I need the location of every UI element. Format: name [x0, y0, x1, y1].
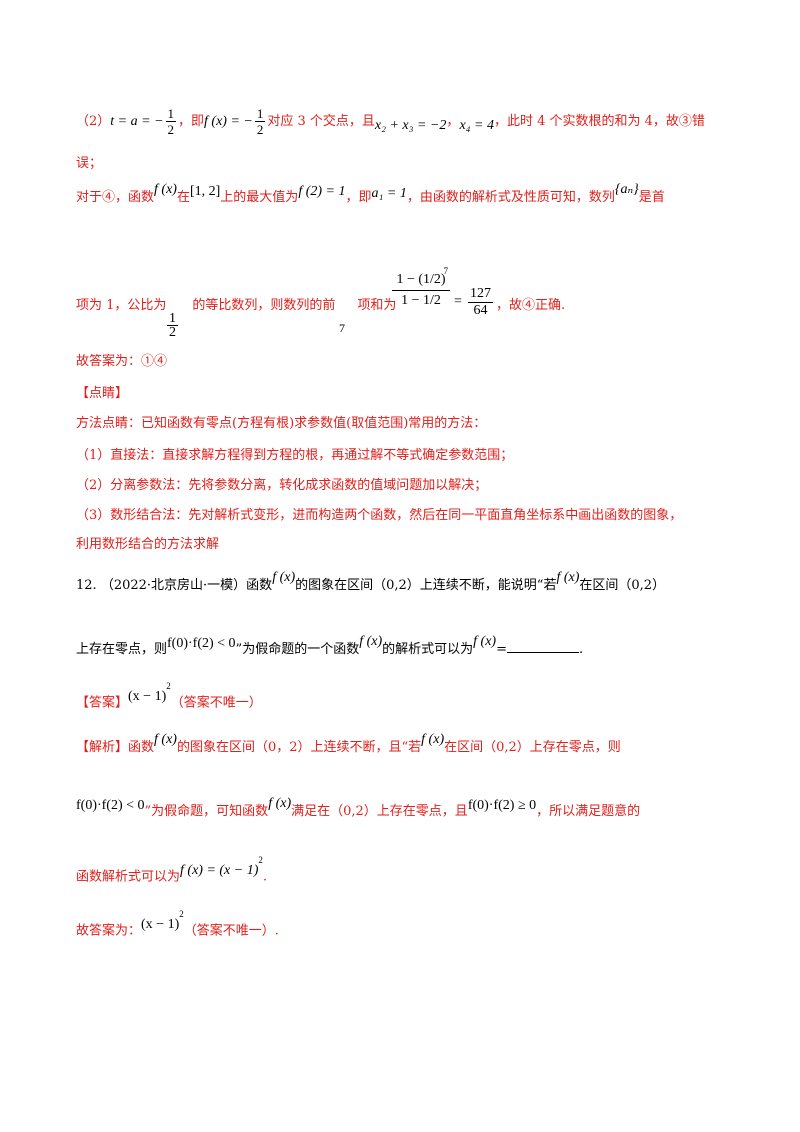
sum-numerator: 1 − (1/2)	[396, 272, 446, 287]
math-f0f2-lt: f(0)·f(2) < 0	[76, 798, 145, 813]
math-f2: f (2) = 1	[298, 184, 346, 199]
text: 对应 3 个交点，且	[267, 114, 375, 129]
answer-line: 故答案为：①④	[76, 354, 168, 369]
equals-sign: =	[454, 294, 462, 309]
sum-fraction: 1 − (1/2)7 1 − 1/2	[392, 266, 450, 309]
text: .	[579, 642, 584, 657]
tip-line-1: 方法点睛：已知函数有零点(方程有根)求参数值(取值范围)常用的方法：	[76, 416, 487, 431]
analysis-line-2: f(0)·f(2) < 0”为假命题，可知函数f (x)满足在（0,2）上存在零…	[76, 796, 641, 822]
solution-line-2: 误；	[76, 156, 103, 171]
question-number: 12.	[76, 578, 97, 593]
math-square-exp: 2	[166, 681, 171, 691]
text: 对于④，函数	[76, 190, 155, 205]
math-fx: f (x)	[268, 796, 292, 811]
conclusion-4: ，故④正确.	[496, 298, 566, 313]
text: 上的最大值为	[220, 190, 299, 205]
text: ”为假命题的一个函数	[235, 642, 360, 657]
math-fx: f (x)	[272, 570, 296, 585]
sum-exponent: 7	[443, 266, 449, 276]
tip-header: 【点睛】	[76, 386, 129, 401]
math-fx: f (x)	[359, 634, 383, 649]
math-x2x3: x₂ + x₃ = −2	[374, 118, 447, 133]
analysis-final: 故答案为：(x − 1)2 （答案不唯一）.	[76, 909, 279, 941]
math-square-base: (x − 1)	[141, 917, 180, 933]
ratio-fraction: 1 2	[167, 311, 178, 340]
solution-line-4: 项为 1，公比为 的等比数列，则数列的前 项和为	[76, 296, 396, 316]
math-f0f2-ge: f(0)·f(2) ≥ 0	[467, 798, 537, 813]
math-fx: f (x)	[473, 634, 497, 649]
text: ，所以满足题意的	[536, 804, 641, 819]
math-square-base: (x − 1)	[128, 689, 167, 705]
analysis-line-3: 函数解析式可以为f (x) = (x − 1)2.	[76, 855, 268, 887]
text: 的图象在区间（0，2）上连续不断，且“若	[176, 740, 422, 755]
tip-line-2: （1）直接法：直接求解方程得到方程的根，再通过解不等式确定参数范围；	[76, 448, 514, 463]
answer-row: 【答案】(x − 1)2 （答案不唯一）	[76, 681, 262, 713]
case-label: （2）	[76, 114, 111, 129]
math-f0f2-lt: f(0)·f(2) < 0	[167, 636, 236, 651]
analysis-line-1: 【解析】函数f (x)的图象在区间（0，2）上连续不断，且“若f (x)在区间（…	[76, 732, 621, 758]
text: ，由函数的解析式及性质可知，数列	[406, 190, 615, 205]
text: 在区间（0,2）	[579, 578, 666, 593]
text: 满足在（0,2）上存在零点，且	[291, 804, 468, 819]
text: （答案不唯一）.	[183, 923, 279, 939]
text: 项为 1，公比为	[76, 298, 167, 313]
solution-line-3: 对于④，函数f (x)在[1, 2]上的最大值为f (2) = 1，即a₁ = …	[76, 182, 665, 208]
text: 函数解析式可以为	[76, 869, 181, 885]
math-fx: f (x)	[421, 732, 445, 747]
text: 的解析式可以为	[382, 642, 474, 657]
text: .	[262, 869, 268, 885]
text: 是首	[638, 190, 665, 205]
math-f-eq: f (x) = −	[204, 114, 253, 129]
text: ，即	[178, 114, 205, 129]
text: =	[496, 642, 507, 657]
text: 的图象在区间（0,2）上连续不断，能说明“若	[295, 578, 557, 593]
math-fx: f (x)	[154, 732, 177, 747]
math-x4: x₄ = 4	[459, 118, 494, 133]
text: 的等比数列，则数列的前	[192, 298, 336, 313]
math-fx: f (x)	[556, 570, 580, 585]
term-count: 7	[339, 321, 345, 335]
text: 在区间（0,2）上存在零点，则	[444, 740, 621, 755]
text: 函数	[128, 740, 155, 755]
math-a1: a₁ = 1	[371, 186, 407, 201]
math-square-exp: 2	[258, 855, 263, 865]
text: 故答案为：	[76, 923, 142, 939]
math-square-exp: 2	[179, 909, 184, 919]
question-12-line-2: 上存在零点，则f(0)·f(2) < 0”为假命题的一个函数f (x)的解析式可…	[76, 634, 584, 660]
tip-line-4: （3）数形结合法：先对解析式变形，进而构造两个函数，然后在同一平面直角坐标系中画…	[76, 508, 683, 523]
text: ”为假命题，可知函数	[144, 804, 269, 819]
question-12-line-1: 12. （2022·北京房山·一模）函数f (x)的图象在区间（0,2）上连续不…	[76, 570, 666, 596]
text: （2022·北京房山·一模）函数	[100, 578, 273, 593]
text: 上存在零点，则	[76, 642, 168, 657]
text: 在	[176, 190, 190, 205]
math-an: {aₙ}	[614, 182, 639, 197]
answer-blank	[507, 638, 579, 653]
math-fx: f (x)	[154, 182, 177, 197]
answer-note: （答案不唯一）	[170, 695, 262, 711]
math-t-eq: t = a = −	[110, 114, 164, 129]
answer-label: 【答案】	[76, 695, 129, 711]
math-f-def: f (x) = (x − 1)	[180, 863, 259, 879]
result-fraction: 127 64	[468, 286, 493, 318]
text: ，即	[345, 190, 372, 205]
text: ，	[446, 114, 460, 129]
analysis-label: 【解析】	[76, 740, 129, 755]
sum-denominator: 1 − 1/2	[401, 293, 441, 308]
tip-line-3: （2）分离参数法：先将参数分离，转化成求函数的值域问题加以解决；	[76, 478, 488, 493]
text: 项和为	[357, 298, 397, 313]
text: ，此时 4 个实数根的和为 4，故③错	[493, 114, 705, 129]
math-interval: [1, 2]	[189, 184, 221, 199]
tip-line-5: 利用数形结合的方法求解	[76, 537, 220, 552]
